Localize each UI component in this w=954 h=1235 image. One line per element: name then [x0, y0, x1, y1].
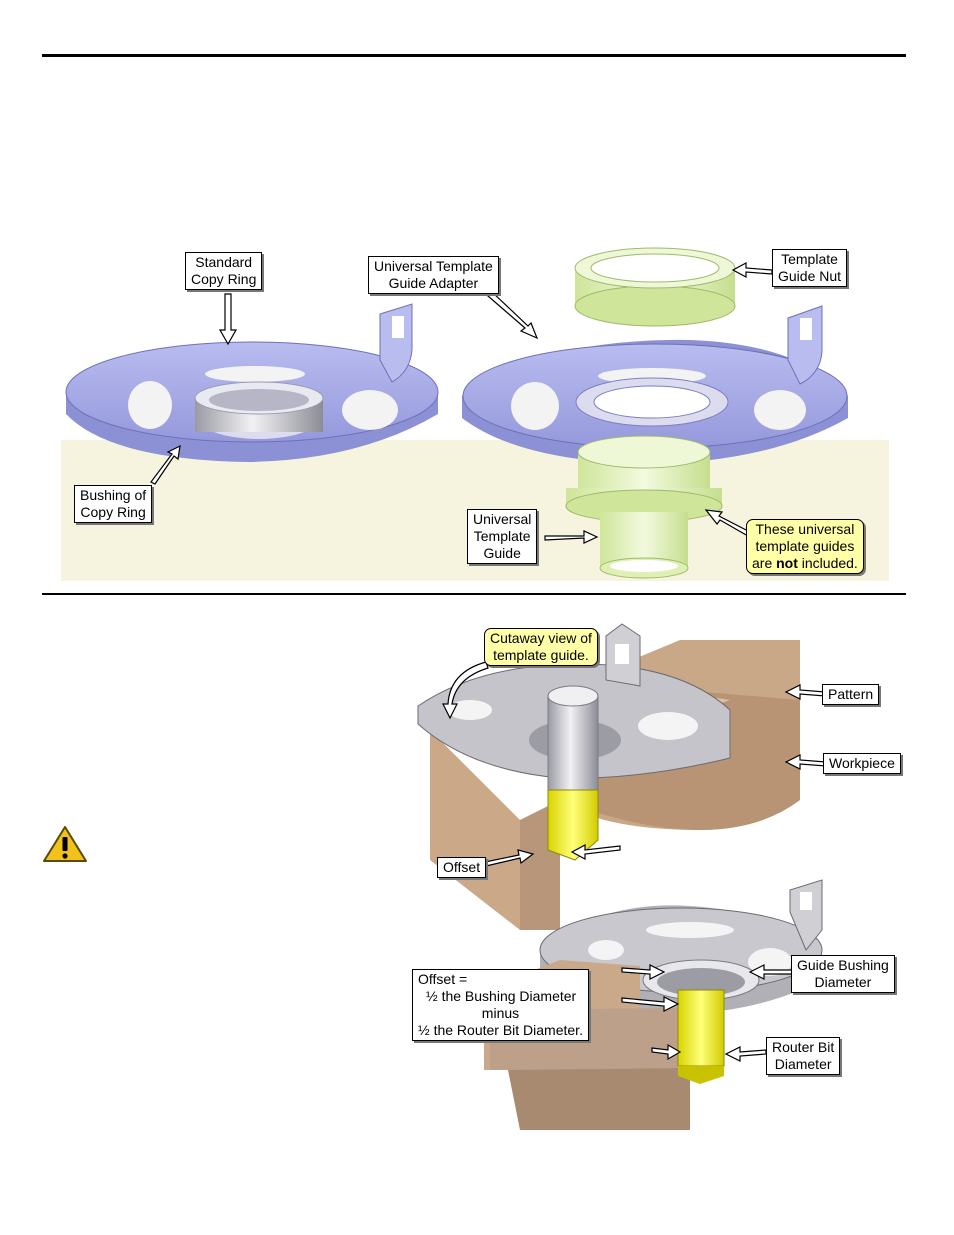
label-line: Guide Nut	[778, 268, 842, 284]
label-line: Copy Ring	[80, 504, 146, 520]
note-emphasis: not	[776, 555, 798, 571]
note-line: template guides	[755, 538, 855, 554]
label-line: Offset	[443, 859, 481, 875]
cutaway-view-label: Cutaway view of template guide.	[484, 628, 598, 666]
warning-icon	[43, 826, 87, 862]
label-line: minus	[481, 1005, 520, 1021]
cutaway-art	[417, 623, 800, 930]
workpiece-label: Workpiece	[823, 753, 901, 774]
guide-bushing-diameter-label: Guide Bushing Diameter	[791, 955, 895, 993]
label-line: Universal Template	[374, 258, 493, 274]
label-line: Guide Bushing	[797, 957, 889, 973]
label-line: Pattern	[828, 686, 874, 702]
standard-copy-ring-label: Standard Copy Ring	[185, 252, 263, 290]
section-divider	[42, 593, 906, 595]
not-included-note: These universal template guides are not …	[746, 519, 864, 574]
label-line: Guide	[483, 545, 521, 561]
note-text: included.	[797, 555, 858, 571]
template-guide-nut-label: Template Guide Nut	[772, 249, 848, 287]
label-line: Diameter	[774, 1056, 832, 1072]
universal-template-guide-art	[565, 435, 723, 579]
label-line: Standard	[195, 254, 253, 270]
offset-label: Offset	[437, 857, 487, 878]
offset-formula-label: Offset = ½ the Bushing Diameter minus ½ …	[412, 969, 589, 1041]
standard-copy-ring-art	[65, 303, 439, 462]
label-line: Universal	[473, 511, 532, 527]
universal-template-guide-label: Universal Template Guide	[467, 509, 538, 564]
label-line: Cutaway view of	[490, 630, 592, 646]
label-line: template guide.	[493, 647, 589, 663]
label-line: Bushing of	[80, 487, 147, 503]
figure1-arrows	[150, 261, 773, 544]
router-bit-diameter-label: Router Bit Diameter	[766, 1037, 841, 1075]
template-guide-nut-art	[574, 247, 736, 327]
label-line: Template	[781, 251, 838, 267]
top-rule	[42, 54, 906, 57]
label-line: Workpiece	[829, 755, 895, 771]
figure3-arrows	[621, 964, 793, 1062]
label-line: Diameter	[814, 974, 872, 990]
universal-adapter-art	[462, 305, 848, 464]
label-line: Offset =	[418, 971, 468, 987]
note-line: These universal	[755, 521, 855, 537]
universal-template-guide-adapter-label: Universal Template Guide Adapter	[368, 256, 499, 294]
bushing-of-copy-ring-label: Bushing of Copy Ring	[74, 485, 153, 523]
note-text: are	[752, 555, 777, 571]
label-line: Copy Ring	[191, 271, 257, 287]
label-line: ½ the Bushing Diameter	[426, 988, 577, 1004]
label-line: ½ the Router Bit Diameter.	[418, 1022, 583, 1038]
note-line: are not included.	[752, 555, 858, 572]
label-line: Router Bit	[772, 1039, 835, 1055]
label-line: Template	[473, 528, 531, 544]
pattern-label: Pattern	[822, 684, 880, 705]
figure2-arrows	[442, 661, 827, 867]
label-line: Guide Adapter	[388, 275, 479, 291]
